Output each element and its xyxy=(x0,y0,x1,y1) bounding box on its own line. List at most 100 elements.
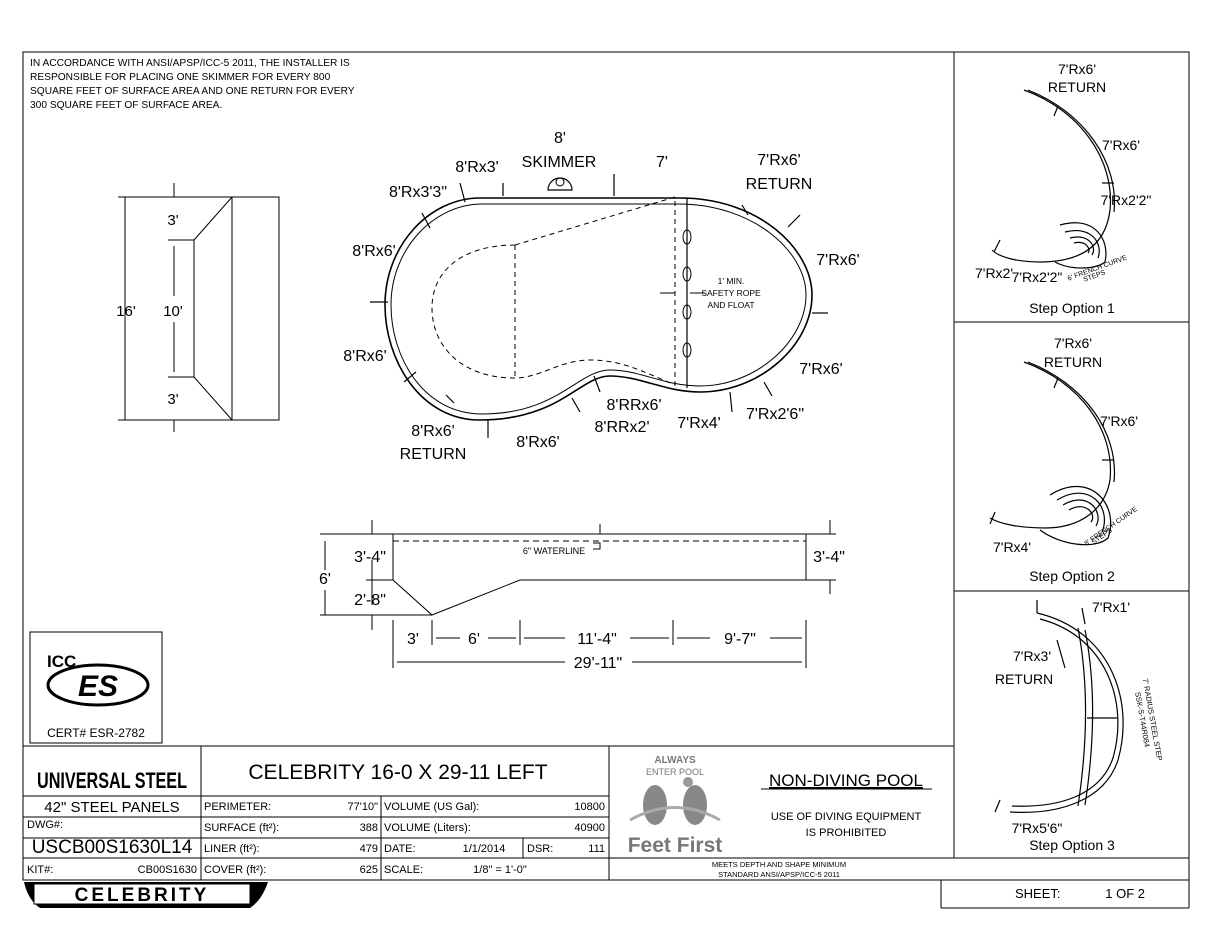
pool-plan-view xyxy=(370,174,828,438)
celebrity-logo: CELEBRITY xyxy=(24,882,268,908)
feet-first-text: Feet First xyxy=(628,834,723,857)
date-value: 1/1/2014 xyxy=(463,843,506,855)
o1-title: Step Option 1 xyxy=(1029,300,1115,316)
brand-name: UNIVERSAL STEEL xyxy=(37,768,187,793)
side-top-label: 3' xyxy=(167,212,178,229)
sheet-border xyxy=(22,51,1190,881)
o2-return-size: 7'Rx6' xyxy=(1054,335,1092,351)
celebrity-text: CELEBRITY xyxy=(75,885,210,906)
return-left-size-label: 8'Rx6' xyxy=(411,423,454,440)
rx6-left-bot-label: 8'Rx6' xyxy=(343,348,386,365)
meets-standard-1: MEETS DEPTH AND SHAPE MINIMUM xyxy=(712,860,846,869)
o2-return: RETURN xyxy=(1044,354,1102,370)
o3-rx3: 7'Rx3' xyxy=(1013,648,1051,664)
kit-label: KIT#: xyxy=(27,864,53,876)
dim-11-4-label: 11'-4" xyxy=(577,631,617,648)
skimmer-label: SKIMMER xyxy=(522,154,597,171)
surface-label: SURFACE (ft²): xyxy=(204,822,279,834)
cover-value: 625 xyxy=(360,864,378,876)
perimeter-label: PERIMETER: xyxy=(204,801,271,813)
rx4-label: 7'Rx4' xyxy=(677,415,720,432)
rx33-label: 8'Rx3'3" xyxy=(389,184,447,201)
surface-value: 388 xyxy=(360,822,378,834)
side-bottom-label: 3' xyxy=(167,391,178,408)
liner-label: LINER (ft²): xyxy=(204,843,260,855)
step-option-2-drawing xyxy=(989,361,1116,546)
o3-rx1: 7'Rx1' xyxy=(1092,599,1130,615)
dim-9-7-label: 9'-7" xyxy=(724,631,756,648)
liner-value: 479 xyxy=(360,843,378,855)
return-right-label: RETURN xyxy=(746,176,813,193)
side-overall-label: 16' xyxy=(116,303,136,320)
vol-us-label: VOLUME (US Gal): xyxy=(384,801,479,813)
icc-es-logo: ICC ES xyxy=(46,652,150,707)
bottom-rx6-label: 8'Rx6' xyxy=(516,434,559,451)
dwg-number: USCB00S1630L14 xyxy=(32,837,193,858)
o3-title: Step Option 3 xyxy=(1029,837,1115,853)
o2-rx4: 7'Rx4' xyxy=(993,539,1031,555)
section-view xyxy=(320,520,836,668)
diving-warning-2: IS PROHIBITED xyxy=(806,827,887,839)
dim-3-label: 3' xyxy=(407,631,419,648)
dim-6-label: 6' xyxy=(468,631,480,648)
o3-rx56: 7'Rx5'6" xyxy=(1012,820,1063,836)
rx6-left-top-label: 8'Rx6' xyxy=(352,243,395,260)
section-depth-label: 6' xyxy=(319,571,331,588)
o3-return: RETURN xyxy=(995,671,1053,687)
right-rx6-bot-label: 7'Rx6' xyxy=(799,361,842,378)
rope-note-3: AND FLOAT xyxy=(707,300,754,310)
cert-number: CERT# ESR-2782 xyxy=(47,726,145,740)
top-7-label: 7' xyxy=(656,154,668,171)
waterline-label: 6" WATERLINE xyxy=(523,546,585,556)
rx26-label: 7'Rx2'6" xyxy=(746,406,804,423)
return-right-size-label: 7'Rx6' xyxy=(757,152,800,169)
always-text: ALWAYS xyxy=(654,755,696,766)
panels-label: 42" STEEL PANELS xyxy=(44,799,179,816)
o1-rx2: 7'Rx2' xyxy=(975,265,1013,281)
rrx6-label: 8'RRx6' xyxy=(606,397,661,414)
rope-note-1: 1' MIN. xyxy=(718,276,745,286)
right-rx6-top-label: 7'Rx6' xyxy=(816,252,859,269)
model-title: CELEBRITY 16-0 X 29-11 LEFT xyxy=(248,761,547,784)
diving-warning-1: USE OF DIVING EQUIPMENT xyxy=(771,811,922,823)
o1-rx22-b: 7'Rx2'2" xyxy=(1012,269,1063,285)
skimmer-size-label: 8' xyxy=(554,130,566,147)
kit-number: CB00S1630 xyxy=(138,864,197,876)
feet-first-logo: ALWAYS ENTER POOL Feet First xyxy=(628,755,723,857)
section-left-28-label: 2'-8" xyxy=(354,592,386,609)
perimeter-value: 77'10" xyxy=(348,801,379,813)
o2-title: Step Option 2 xyxy=(1029,568,1115,584)
rx3-label: 8'Rx3' xyxy=(455,159,498,176)
o1-rx6: 7'Rx6' xyxy=(1102,137,1140,153)
vol-l-label: VOLUME (Liters): xyxy=(384,822,471,834)
vol-us-value: 10800 xyxy=(574,801,605,813)
scale-value: 1/8" = 1'-0" xyxy=(473,864,527,876)
step-option-1-drawing xyxy=(991,89,1116,269)
cover-label: COVER (ft²): xyxy=(204,864,266,876)
meets-standard-2: STANDARD ANSI/APSP/ICC-5 2011 xyxy=(718,870,840,879)
step-option-3-drawing xyxy=(994,600,1124,813)
dsr-value: 111 xyxy=(588,843,605,855)
o1-return: RETURN xyxy=(1048,79,1106,95)
dwg-label: DWG#: xyxy=(27,819,63,831)
side-profile-view xyxy=(118,183,280,432)
side-mid-label: 10' xyxy=(163,303,183,320)
scale-label: SCALE: xyxy=(384,864,423,876)
es-text: ES xyxy=(78,670,118,703)
return-left-label: RETURN xyxy=(400,446,467,463)
o1-return-size: 7'Rx6' xyxy=(1058,61,1096,77)
o2-rx6: 7'Rx6' xyxy=(1100,413,1138,429)
vol-l-value: 40900 xyxy=(574,822,605,834)
icc-text: ICC xyxy=(47,652,76,671)
dim-total-label: 29'-11" xyxy=(574,655,622,672)
enter-pool-text: ENTER POOL xyxy=(646,767,704,777)
rope-note-2: SAFETY ROPE xyxy=(701,288,761,298)
rrx2-label: 8'RRx2' xyxy=(594,419,649,436)
sheet-number: 1 OF 2 xyxy=(1105,886,1145,901)
o1-rx22: 7'Rx2'2" xyxy=(1101,192,1152,208)
installer-note: IN ACCORDANCE WITH ANSI/APSP/ICC-5 2011,… xyxy=(30,58,355,111)
section-right-34-label: 3'-4" xyxy=(813,549,845,566)
sheet-label: SHEET: xyxy=(1015,886,1061,901)
non-diving-title: NON-DIVING POOL xyxy=(769,771,923,790)
